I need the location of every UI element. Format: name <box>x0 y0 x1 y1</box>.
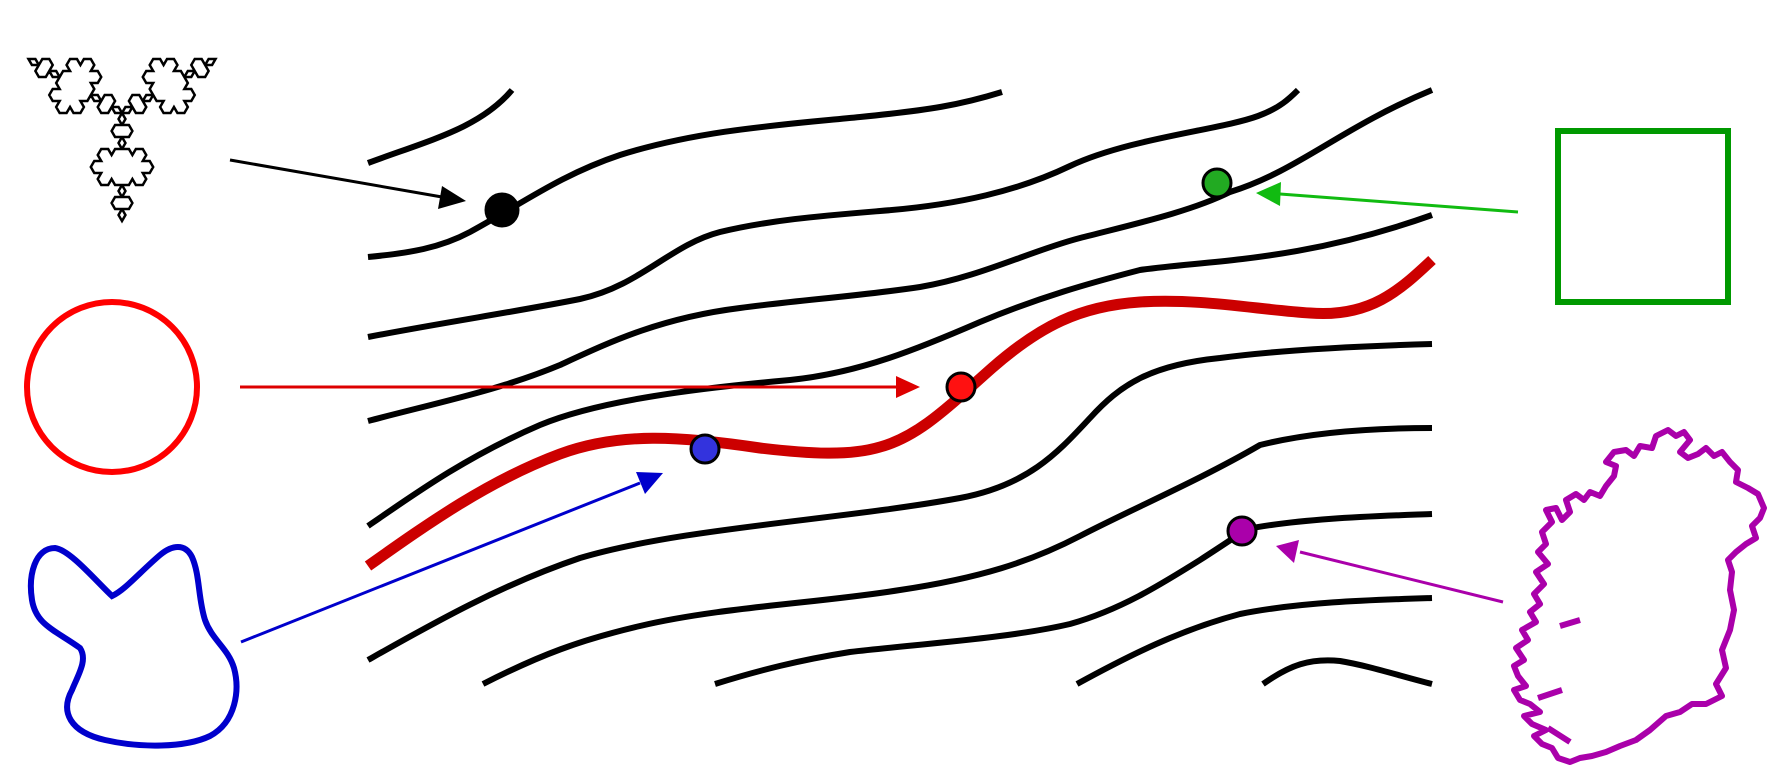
flow-line <box>1261 657 1433 687</box>
points <box>484 167 1258 547</box>
flow-line <box>481 425 1433 687</box>
ireland-icon <box>1511 427 1767 765</box>
arrows <box>229 158 1519 644</box>
flow-line <box>367 89 1003 260</box>
point-red <box>945 371 977 403</box>
ireland-coast-ticks <box>1537 617 1581 745</box>
flow-line <box>366 341 1433 663</box>
blob-icon <box>27 544 240 749</box>
arrow-green <box>1256 182 1519 214</box>
point-black <box>484 192 520 228</box>
arrow-red <box>240 376 920 398</box>
flow-line <box>1075 595 1433 687</box>
point-green <box>1201 167 1233 199</box>
arrow-magenta <box>1276 540 1504 604</box>
flow-line <box>366 212 1434 529</box>
arrow-black <box>229 158 466 209</box>
point-magenta <box>1226 515 1258 547</box>
snowflake-icon <box>26 57 218 224</box>
highlighted-flow-line <box>364 255 1436 571</box>
circle-icon <box>24 299 200 475</box>
arrow-blue <box>240 472 663 644</box>
point-blue <box>689 433 721 465</box>
flow-line <box>367 87 1434 424</box>
flow-lines <box>366 87 1434 687</box>
square-icon <box>1555 128 1731 305</box>
flow-line <box>714 511 1433 687</box>
flow-line <box>366 88 515 166</box>
flow-line <box>367 87 1301 340</box>
